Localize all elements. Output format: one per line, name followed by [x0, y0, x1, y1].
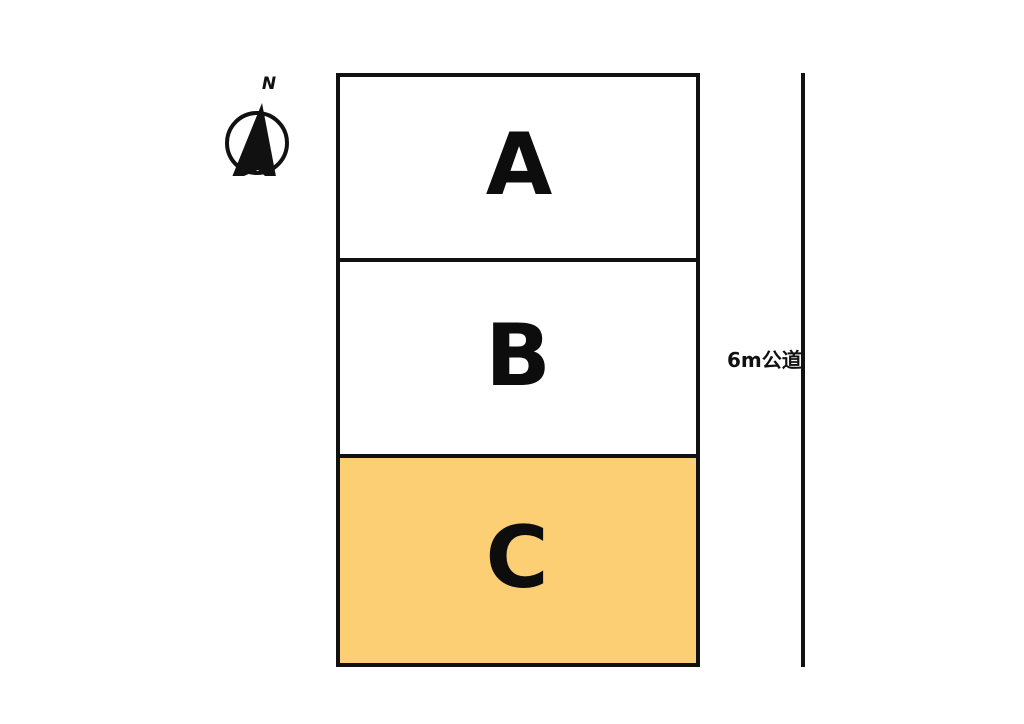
road-label: 6m公道: [727, 348, 802, 372]
lot-c-highlighted[interactable]: C: [340, 458, 696, 663]
compass-rose: N: [220, 76, 300, 176]
compass-north-arrow-icon: [225, 103, 289, 176]
compass-north-label: N: [261, 74, 277, 94]
lot-c-label: C: [485, 507, 549, 608]
lot-a-label: A: [485, 114, 553, 215]
lot-b-label: B: [485, 306, 551, 406]
lot-a[interactable]: A: [340, 77, 696, 262]
plot-outline: A B C: [336, 73, 700, 667]
lot-b[interactable]: B: [340, 262, 696, 458]
road-boundary-line: [801, 73, 805, 667]
